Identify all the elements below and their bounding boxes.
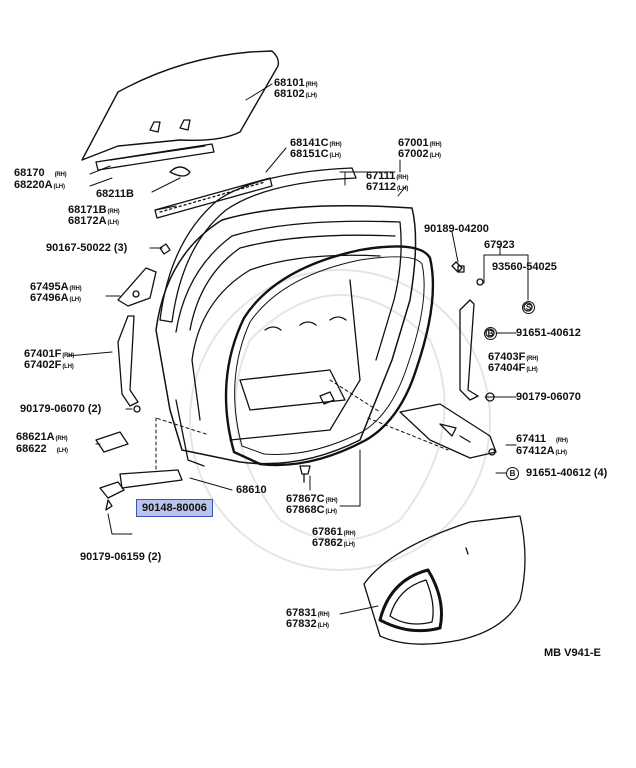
watermark-emblem [189,269,491,571]
outer-weatherstrip [154,177,273,219]
label-68211B: 68211B [96,188,134,200]
label-90179-06070-2: 90179-06070 (2) [20,403,102,415]
door-panel [155,204,417,467]
label-67831: 67831(RH) [286,607,330,619]
label-68101: 68101(RH) [274,77,318,89]
door-lock [399,403,497,459]
hinge-bracket [95,431,129,453]
label-67112: 67112(LH) [366,181,409,193]
label-68102: 68102(LH) [274,88,317,100]
label-91651-40612: 91651-40612 [516,327,581,339]
label-67495A: 67495A(RH) [30,281,82,293]
label-68610: 68610 [236,484,267,496]
label-67001: 67001(RH) [398,137,442,149]
highlighted-part-90148-80006[interactable]: 90148-80006 [136,499,213,517]
label-90179-06070: 90179-06070 [516,391,581,403]
screw-symbol: S [522,301,535,314]
label-67868C: 67868C(LH) [286,504,337,516]
label-67411: 67411(RH) [516,433,568,445]
label-68151C: 68151C(LH) [290,148,341,160]
label-93560-54025: 93560-54025 [492,261,557,273]
door-weatherstrip [224,245,435,467]
dashed-guides [155,379,449,471]
label-67496A: 67496A(LH) [30,292,81,304]
label-68172A: 68172A(LH) [68,215,119,227]
label-67403F: 67403F(RH) [488,351,539,363]
door-hinge [99,469,183,511]
label-67404F: 67404F(LH) [488,362,538,374]
label-90179-06159: 90179-06159 (2) [80,551,162,563]
label-67861: 67861(RH) [312,526,356,538]
label-67401F: 67401F(RH) [24,348,75,360]
label-68622: 68622(LH) [16,443,68,455]
door-glass [81,50,280,161]
label-67402F: 67402F(LH) [24,359,74,371]
label-67111: 67111(RH) [366,170,409,182]
belt-moulding-clip [117,243,171,307]
bolt-symbol-lower: B [506,467,519,480]
label-90167-50022: 90167-50022 (3) [46,242,128,254]
glass-channel [95,143,215,177]
label-67923: 67923 [484,239,515,251]
label-67002: 67002(LH) [398,148,441,160]
label-90189-04200: 90189-04200 [424,223,489,235]
label-67867C: 67867C(RH) [286,493,338,505]
trim-clips [299,265,465,483]
front-lower-frame [117,315,141,413]
bolt-symbol-upper: B [484,327,497,340]
label-68170: 68170(RH) [14,167,67,179]
label-67832: 67832(LH) [286,618,329,630]
diagram-code: MB V941-E [544,647,601,659]
door-trim-panel [363,515,526,645]
leader-lines [67,83,529,615]
label-67412A: 67412A(LH) [516,445,567,457]
label-68621A: 68621A(RH) [16,431,68,443]
label-91651-40612-4: 91651-40612 (4) [526,467,608,479]
label-68141C: 68141C(RH) [290,137,342,149]
label-68220A: 68220A(LH) [14,179,65,191]
label-68171B: 68171B(RH) [68,204,120,216]
glass-run-channel [159,167,357,323]
label-67862: 67862(LH) [312,537,355,549]
